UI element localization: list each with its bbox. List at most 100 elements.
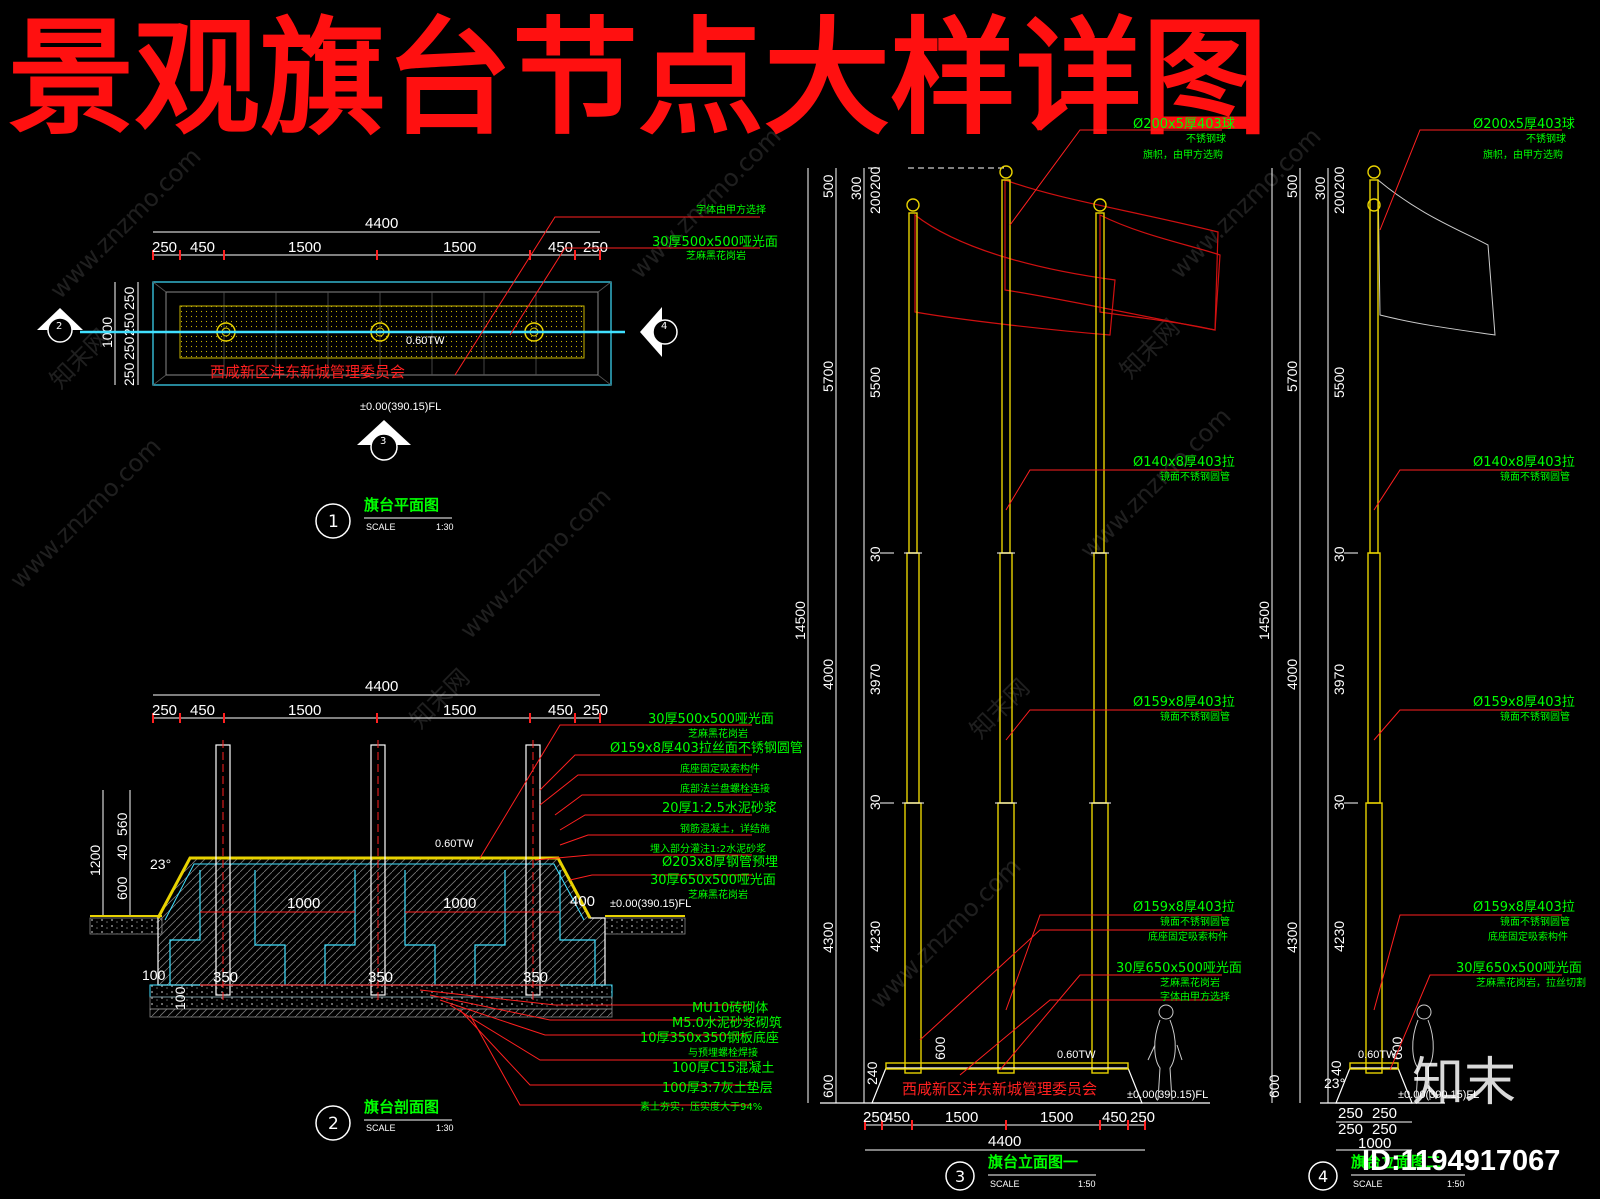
section-label: 旗台剖面图 [364,1098,439,1116]
elev1-note: 旗帜，由甲方选购 [1143,148,1223,161]
watermark-text: www.znzmo.com [864,852,1026,1014]
elev2-note: Ø159x8厚403拉 [1473,695,1575,710]
section-mark-3: 3 [357,420,411,461]
elev1-vdim-inner: 30 [867,546,883,562]
section-inner-dim: 100 [142,967,166,983]
elev1-vdim-inner: 200 [867,190,883,214]
elev1-note: Ø159x8厚403拉 [1133,695,1235,710]
section-note: 芝麻黑花岗岩 [688,888,748,901]
section-note: Ø203x8厚钢管预埋 [662,855,778,870]
section-note: 20厚1:2.5水泥砂浆 [662,801,777,816]
elev1-label: 旗台立面图一 [988,1153,1078,1171]
plan-vdim: 250 [121,336,137,360]
watermark-text: www.znzmo.com [44,142,206,304]
plan-scale: SCALE [366,522,396,532]
elev2-note: 镜面不锈钢圆管 [1500,915,1570,928]
plan-vdim: 250 [121,362,137,386]
plan-scale-ratio: 1:30 [436,522,454,532]
elev1-note: 镜面不锈钢圆管 [1160,915,1230,928]
elev2-overall-dim: 1000 [1358,1135,1391,1152]
elev2-vdim: 500 [1284,174,1300,198]
elevation-1: 500 5700 4000 4300 600 14500 200 300 200… [792,117,1242,1191]
elev1-vdim-inner: 4230 [867,921,883,952]
elev2-note: Ø200x5厚403球 [1473,117,1575,132]
plan-note: 芝麻黑花岗岩 [686,249,746,262]
elev2-vdim-inner: 5500 [1331,367,1347,398]
plan-dim: 450 [548,239,573,256]
svg-text:4: 4 [661,321,667,332]
section-inner-dim: 400 [570,893,595,910]
elev1-note: 30厚650x500哑光面 [1116,961,1242,976]
svg-text:3: 3 [380,436,386,447]
elev2-vdim: 5700 [1284,361,1300,392]
section-note: 30厚650x500哑光面 [650,873,776,888]
elev1-top-level: 0.60TW [1057,1049,1096,1061]
elev2-dim: 250 [1372,1105,1397,1122]
elev1-dim: 450 [885,1109,910,1126]
plan-label-number: 1 [328,512,339,532]
elev2-dim: 250 [1338,1121,1363,1138]
elev2-note: 芝麻黑花岗岩，拉丝切割 [1476,976,1586,989]
elev1-note: Ø159x8厚403拉 [1133,900,1235,915]
elev1-small-dim: 600 [932,1036,948,1060]
elev1-scale-ratio: 1:50 [1078,1179,1096,1189]
elev1-vdim-inner: 300 [848,176,864,200]
elev1-scale: SCALE [990,1179,1020,1189]
section-scale: SCALE [366,1123,396,1133]
elev2-vdim-inner: 300 [1312,176,1328,200]
elev1-note: 不锈钢球 [1186,132,1226,145]
svg-text:2: 2 [56,321,62,332]
elev1-dim: 250 [863,1109,888,1126]
section-inner-dim: 100 [172,986,188,1010]
section-inner-dim: 1000 [287,895,320,912]
plan-dim: 1500 [443,239,476,256]
section-angle: 23° [150,856,171,872]
elev2-note: 30厚650x500哑光面 [1456,961,1582,976]
plan-view: 4400 250 450 1500 1500 450 250 250 250 2… [37,203,778,539]
elev2-level: ±0.00(390.15)FL [1398,1089,1479,1101]
section-dim: 250 [583,702,608,719]
elev1-vdim-inner: 30 [867,794,883,810]
section-label-number: 2 [328,1114,339,1134]
elev2-small-dim: 600 [1389,1036,1405,1060]
section-note: 钢筋混凝土，详结施 [680,822,770,835]
plan-inscription: 西咸新区沣东新城管理委员会 [210,363,405,381]
section-dim: 450 [548,702,573,719]
section-note: 与预埋螺栓焊接 [688,1046,758,1059]
elev1-note: Ø140x8厚403拉 [1133,455,1235,470]
section-note: Ø159x8厚403拉丝面不锈钢圆管 [610,741,803,756]
section-note: 底部法兰盘螺栓连接 [680,782,770,795]
elev2-vdim-inner: 200 [1331,166,1347,190]
section-level: ±0.00(390.15)FL [610,898,691,910]
section-note: 素土夯实，压实度大于94% [640,1100,762,1113]
plan-vdim: 250 [121,286,137,310]
plan-note: 字体由甲方选择 [696,203,766,216]
elev2-vdim-inner: 30 [1331,546,1347,562]
elev1-vdim: 5700 [820,361,836,392]
section-inner-dim: 350 [523,969,548,986]
elev1-vdim-inner: 3970 [867,664,883,695]
section-note: 10厚350x350钢板底座 [640,1030,779,1046]
page-title: 景观旗台节点大样详图 [8,5,1268,152]
elev2-label: 旗台立面图二 [1351,1153,1441,1171]
elev2-note: 底座固定吸索构件 [1488,930,1568,943]
section-note: 埋入部分灌注1:2水泥砂浆 [650,842,766,855]
section-dim: 1500 [288,702,321,719]
elev2-dim: 250 [1338,1105,1363,1122]
elev2-vdim: 4300 [1284,922,1300,953]
elev2-vdim-inner: 3970 [1331,664,1347,695]
elev2-vdim-inner: 30 [1331,794,1347,810]
elev2-note: Ø140x8厚403拉 [1473,455,1575,470]
section-note: 100厚C15混凝土 [672,1060,774,1076]
elev1-small-dim: 240 [864,1061,880,1085]
elev1-vdim: 600 [820,1074,836,1098]
elev2-vdim: 4000 [1284,659,1300,690]
elev2-scale: SCALE [1353,1179,1383,1189]
section-inner-dim: 350 [368,969,393,986]
elev2-note: 镜面不锈钢圆管 [1500,470,1570,483]
elev2-top-level: 0.60TW [1358,1049,1397,1061]
scale-figure [1147,1004,1183,1101]
plan-dim: 1500 [288,239,321,256]
section-note: 底座固定吸索构件 [680,762,760,775]
logo-watermark: 知末 [1412,1053,1516,1113]
